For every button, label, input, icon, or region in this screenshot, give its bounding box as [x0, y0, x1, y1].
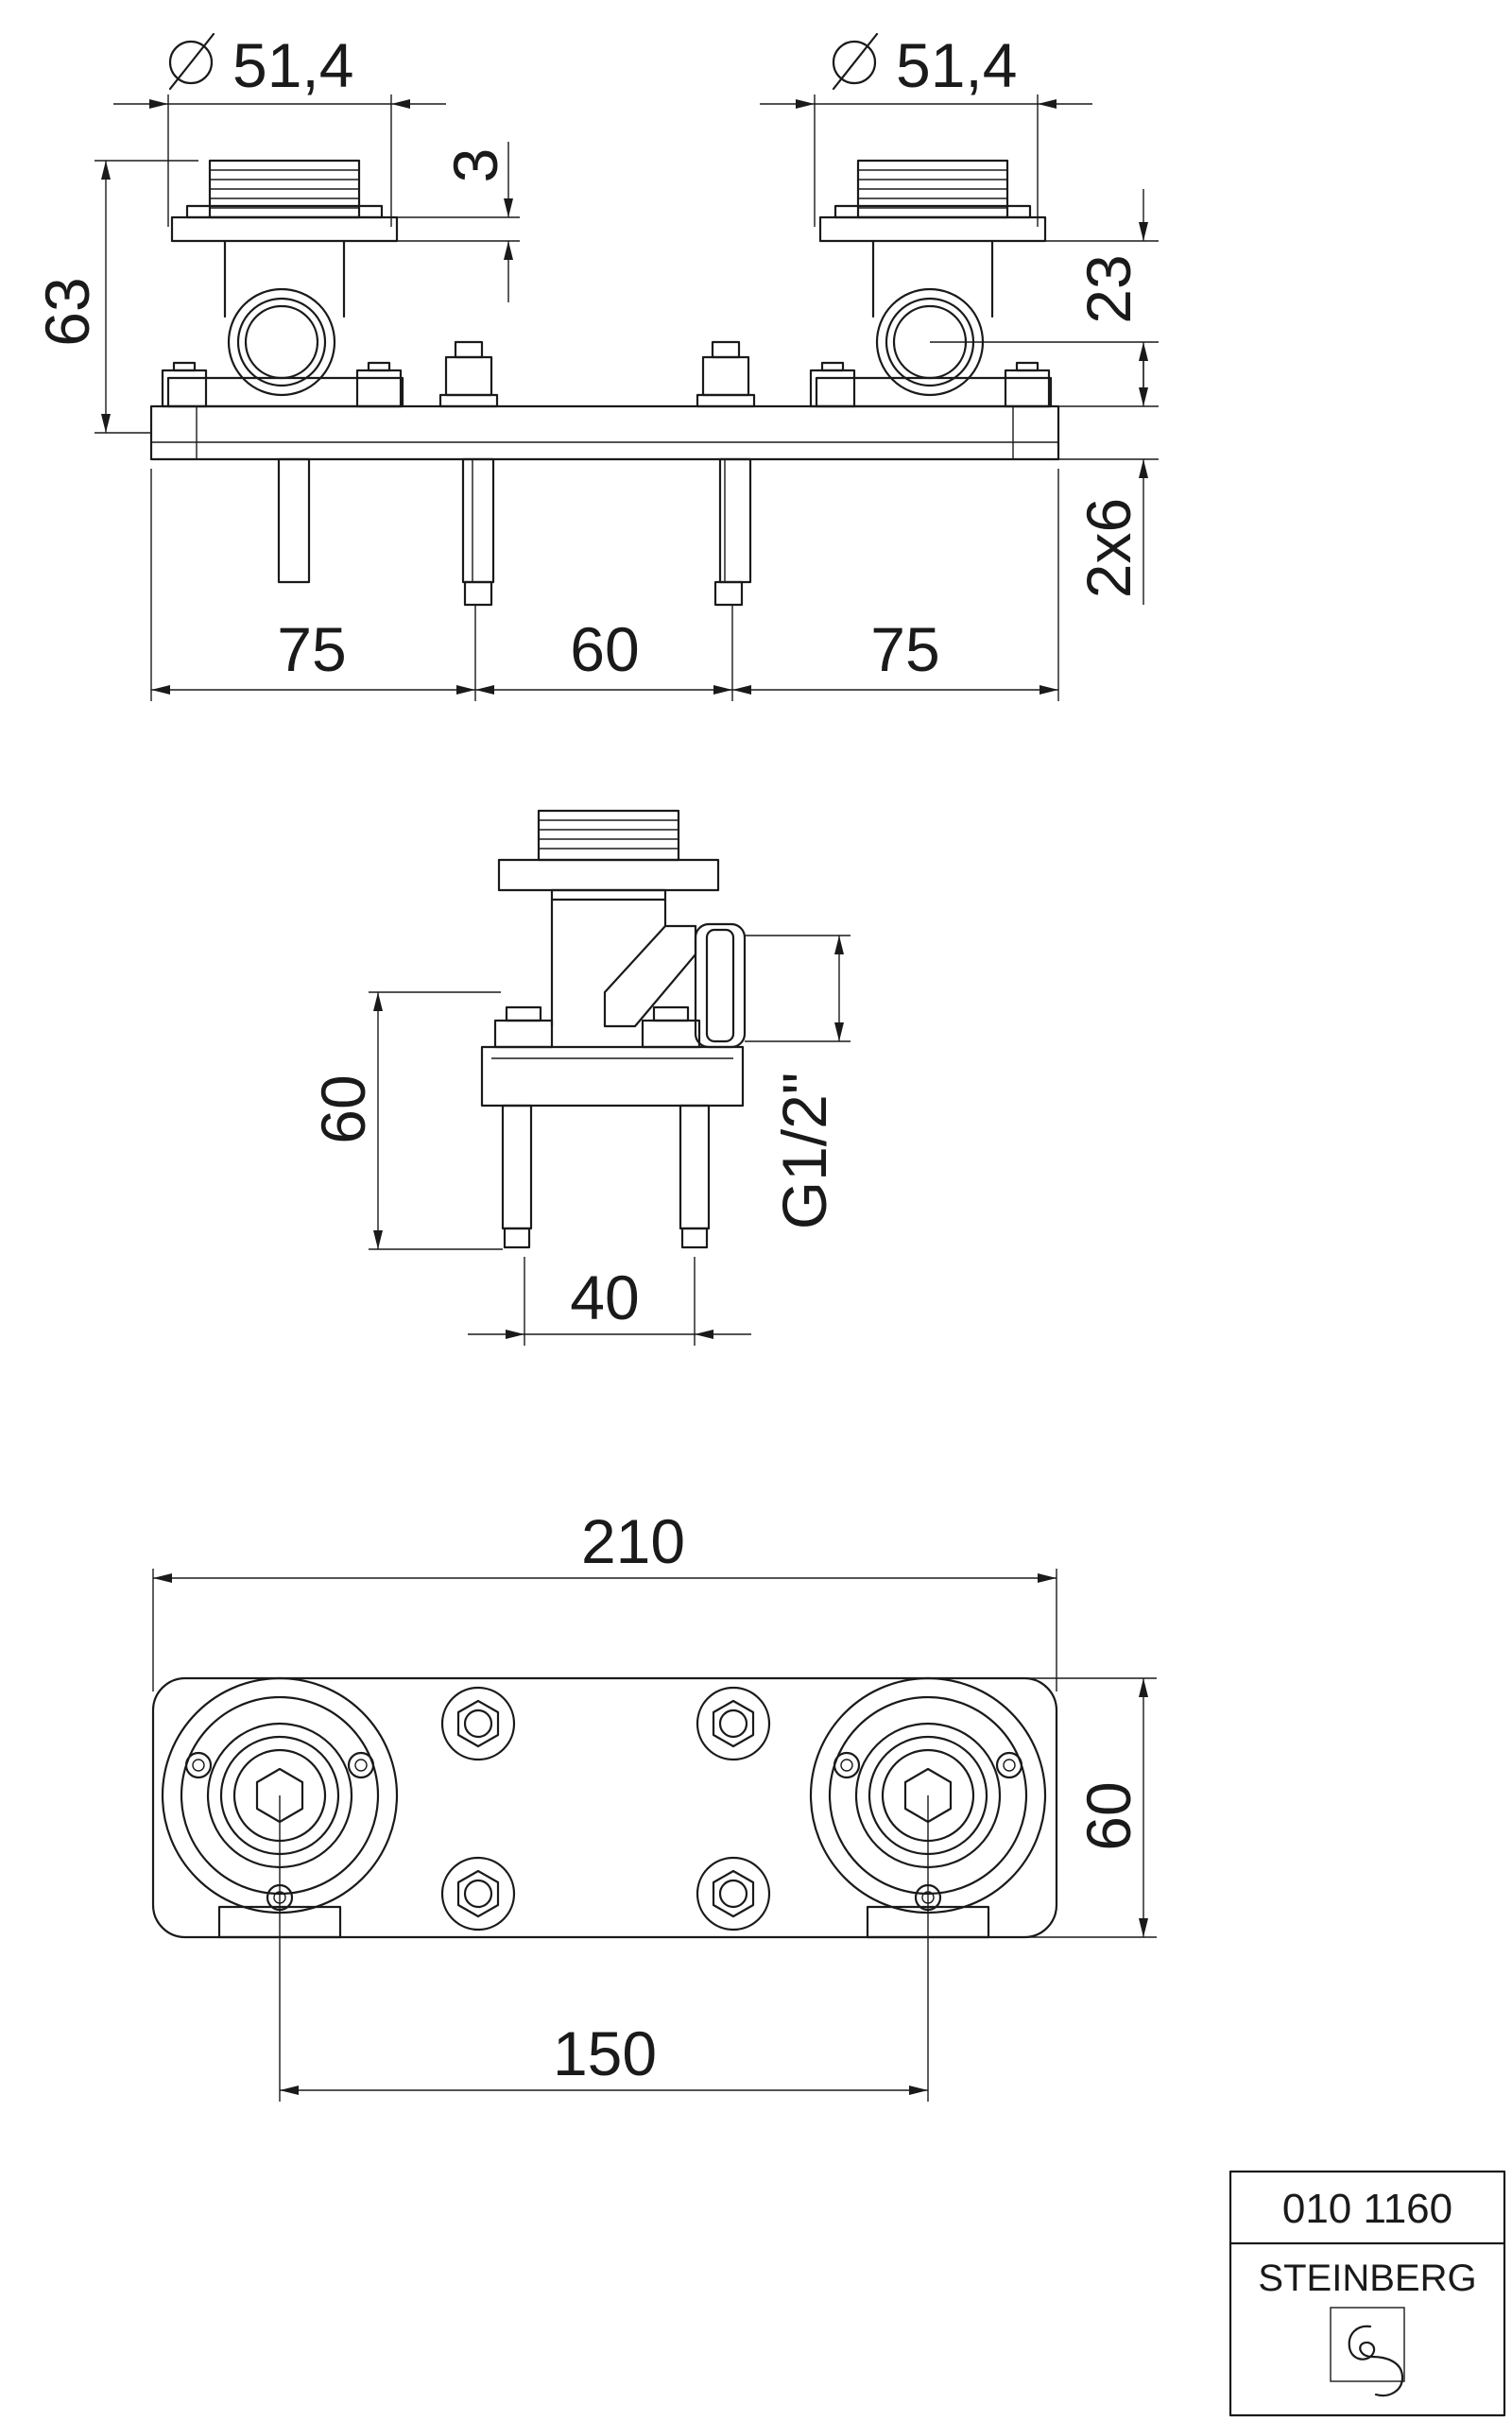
front-view — [149, 159, 1060, 607]
front-view-dimensions — [94, 94, 1159, 701]
dim-2x6: 2x6 — [1074, 498, 1143, 598]
title-block: 010 1160 STEINBERG — [1228, 2170, 1506, 2417]
diameter-icon — [168, 32, 215, 91]
dim-150: 150 — [553, 2018, 657, 2088]
title-block-frame — [1228, 2170, 1506, 2417]
dim-g12: G1/2" — [769, 1073, 839, 1230]
dim-60-top: 60 — [570, 614, 639, 684]
side-view-dimensions — [369, 935, 850, 1346]
dim-60-plan: 60 — [1074, 1781, 1143, 1850]
dim-23: 23 — [1074, 254, 1143, 323]
dim-3: 3 — [440, 148, 510, 183]
dim-60-side: 60 — [308, 1074, 378, 1143]
plan-view-dimensions — [152, 1569, 1157, 2102]
mounting-plate — [149, 404, 1060, 461]
brand-name: STEINBERG — [1258, 2258, 1476, 2299]
steinberg-logo-icon — [1330, 2307, 1405, 2397]
dim-diameter-left: 51,4 — [232, 30, 353, 100]
article-number: 010 1160 — [1282, 2186, 1452, 2232]
diameter-icon — [832, 32, 879, 91]
dim-210: 210 — [581, 1506, 685, 1576]
left-valve-body — [161, 159, 404, 408]
dim-75-right: 75 — [870, 614, 939, 684]
dim-diameter-right: 51,4 — [896, 30, 1017, 100]
dim-63: 63 — [32, 277, 102, 346]
right-valve-body — [809, 159, 1053, 408]
plan-view — [151, 1676, 1058, 1939]
side-view — [480, 809, 747, 1249]
dim-40: 40 — [570, 1262, 639, 1332]
dimension-labels: 51,4 51,4 3 63 23 2x6 75 60 75 60 G1/2" … — [32, 30, 1143, 2088]
dim-75-left: 75 — [277, 614, 346, 684]
